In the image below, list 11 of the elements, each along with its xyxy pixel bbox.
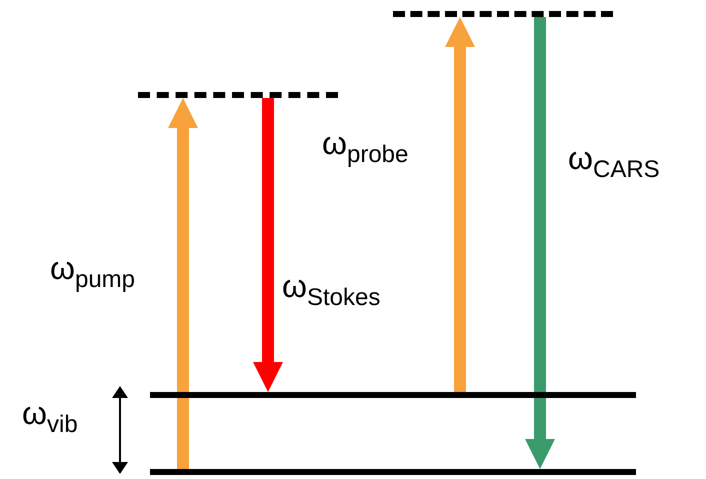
edge-label: ω$_{probe}$ bbox=[322, 125, 408, 170]
virtual-level-line bbox=[393, 11, 613, 17]
edge-label: ω$_{CARS}$ bbox=[568, 140, 660, 185]
arrow bbox=[253, 98, 283, 392]
virtual-level-line bbox=[138, 92, 338, 98]
arrow bbox=[445, 17, 475, 392]
edge-label: ω$_{pump}$ bbox=[50, 250, 136, 295]
arrow bbox=[525, 17, 555, 469]
level-spacing-label: ω$_{vib}$ bbox=[22, 395, 78, 440]
arrow bbox=[168, 98, 198, 469]
edge-label: ω$_{Stokes}$ bbox=[282, 268, 380, 313]
